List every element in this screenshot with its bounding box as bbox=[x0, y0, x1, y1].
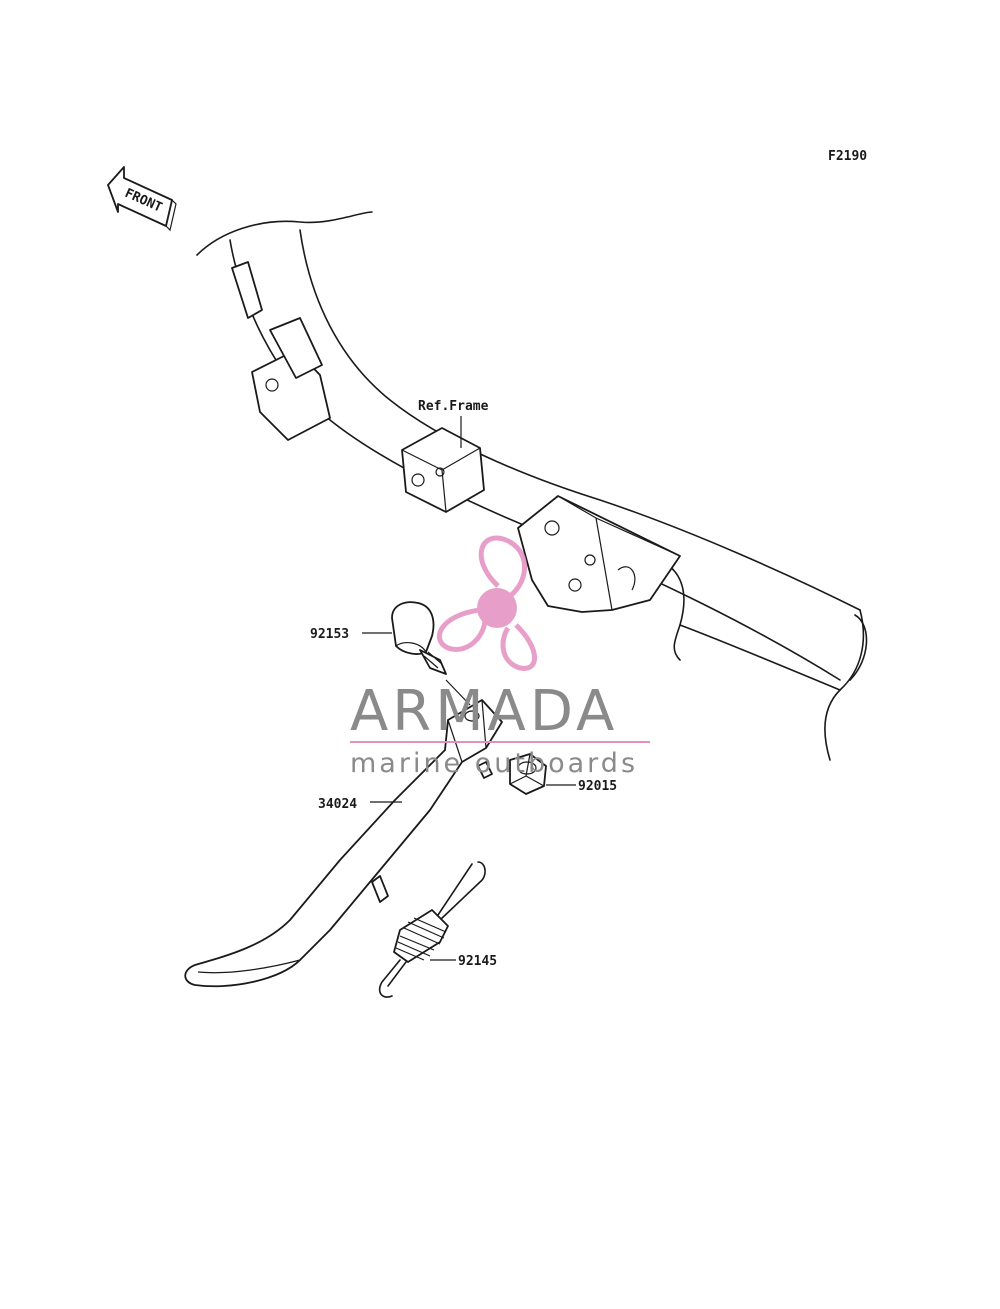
part-label-92145: 92145 bbox=[458, 954, 497, 969]
diagram-code: F2190 bbox=[828, 149, 867, 164]
bolt-92153 bbox=[391, 601, 447, 675]
watermark: ARMADA marine outboards bbox=[350, 535, 650, 779]
part-label-92015: 92015 bbox=[578, 779, 617, 794]
side-stand-34024 bbox=[184, 699, 503, 988]
frame-ref bbox=[196, 211, 868, 761]
spring-92145 bbox=[378, 861, 486, 998]
watermark-tagline: marine outboards bbox=[350, 748, 638, 779]
front-arrow-icon: FRONT bbox=[107, 166, 177, 232]
part-label-92153: 92153 bbox=[310, 627, 349, 642]
watermark-brand: ARMADA bbox=[350, 679, 618, 744]
propeller-logo-icon bbox=[436, 535, 537, 671]
nut-92015 bbox=[509, 753, 547, 795]
ref-frame-label: Ref.Frame bbox=[418, 399, 489, 414]
part-label-34024: 34024 bbox=[318, 797, 357, 812]
